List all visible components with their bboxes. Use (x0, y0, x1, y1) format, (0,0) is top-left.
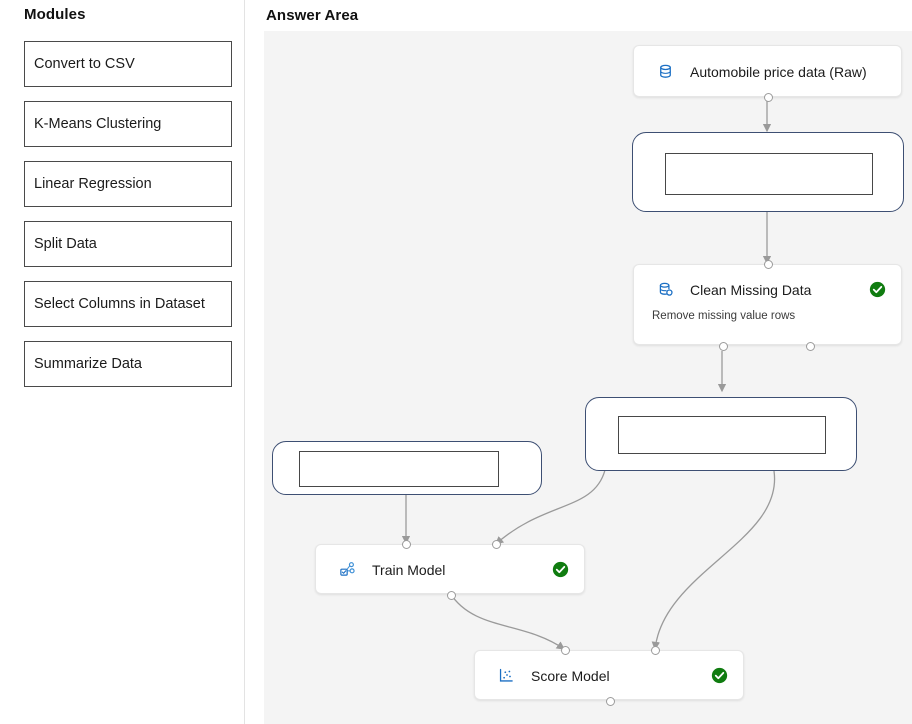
module-label: Summarize Data (34, 356, 142, 372)
modules-panel: Modules Convert to CSV K-Means Clusterin… (0, 0, 245, 724)
input-port[interactable] (764, 260, 773, 269)
node-title: Train Model (372, 561, 446, 578)
module-item-split-data[interactable]: Split Data (24, 221, 232, 267)
module-label: Linear Regression (34, 176, 152, 192)
answer-area-heading: Answer Area (266, 7, 359, 24)
node-title: Score Model (531, 667, 610, 684)
scatter-plot-icon (497, 666, 516, 685)
dropzone-2-slot[interactable] (299, 451, 499, 487)
module-label: Select Columns in Dataset (34, 296, 205, 312)
input-port-left[interactable] (402, 540, 411, 549)
node-clean-missing-data[interactable]: Clean Missing Data Remove missing value … (633, 260, 902, 351)
pipeline-canvas[interactable]: Automobile price data (Raw) Clean Missin… (264, 31, 912, 724)
output-port[interactable] (764, 93, 773, 102)
module-label: Convert to CSV (34, 56, 135, 72)
database-settings-icon (656, 280, 675, 299)
module-item-summarize-data[interactable]: Summarize Data (24, 341, 232, 387)
edge-dropzone3-to-score (651, 470, 776, 651)
output-port-left[interactable] (719, 342, 728, 351)
dropzone-2[interactable] (272, 441, 542, 495)
module-label: Split Data (34, 236, 97, 252)
output-port[interactable] (447, 591, 456, 600)
module-item-select-columns-in-dataset[interactable]: Select Columns in Dataset (24, 281, 232, 327)
modules-heading: Modules (24, 6, 86, 23)
module-item-convert-to-csv[interactable]: Convert to CSV (24, 41, 232, 87)
module-item-k-means-clustering[interactable]: K-Means Clustering (24, 101, 232, 147)
output-port-right[interactable] (806, 342, 815, 351)
complete-check-icon (869, 281, 886, 298)
dropzone-1[interactable] (632, 132, 904, 212)
node-automobile-price-data[interactable]: Automobile price data (Raw) (633, 45, 902, 102)
output-port[interactable] (606, 697, 615, 706)
module-item-linear-regression[interactable]: Linear Regression (24, 161, 232, 207)
module-label: K-Means Clustering (34, 116, 162, 132)
node-title: Clean Missing Data (690, 281, 812, 298)
complete-check-icon (711, 667, 728, 684)
input-port-right[interactable] (492, 540, 501, 549)
complete-check-icon (552, 561, 569, 578)
node-score-model[interactable]: Score Model (474, 646, 744, 706)
dropzone-1-slot[interactable] (665, 153, 873, 195)
node-title: Automobile price data (Raw) (690, 63, 867, 80)
modules-list: Convert to CSV K-Means Clustering Linear… (24, 41, 232, 401)
input-port-right[interactable] (651, 646, 660, 655)
edge-train-to-score (449, 592, 566, 650)
node-train-model[interactable]: Train Model (315, 540, 585, 600)
dropzone-3[interactable] (585, 397, 857, 471)
database-icon (656, 62, 675, 81)
node-subtitle: Remove missing value rows (652, 310, 796, 322)
dropzone-3-slot[interactable] (618, 416, 826, 454)
train-model-icon (338, 560, 357, 579)
input-port-left[interactable] (561, 646, 570, 655)
